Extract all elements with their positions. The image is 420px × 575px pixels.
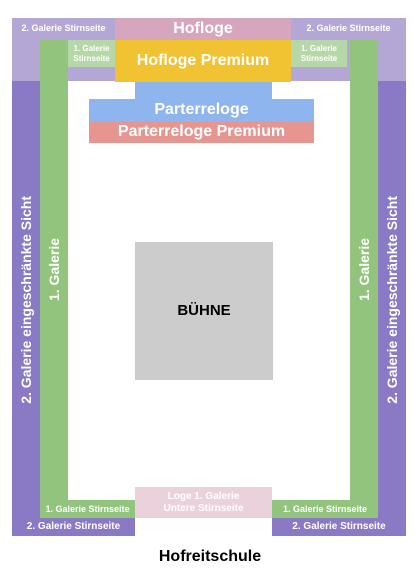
galerie1-left[interactable]: 1. Galerie [40, 40, 68, 500]
hofloge-premium-label: Hofloge Premium [136, 51, 270, 69]
galerie1-right[interactable]: 1. Galerie [350, 40, 378, 500]
galerie2-stirnseite-bottom-right-label: 2. Galerie Stirnseite [292, 521, 386, 533]
galerie2-stirnseite-bottom-left-label: 2. Galerie Stirnseite [26, 521, 121, 533]
parterreloge-upper-strip [135, 82, 272, 99]
galerie1-stirnseite-bottom-right-label: 1. Galerie Stirnseite [282, 503, 368, 514]
galerie1-stirnseite-top-right[interactable]: 1. Galerie Stirnseite [291, 40, 347, 67]
loge-lower-label-line1: Loge 1. Galerie [167, 491, 240, 502]
galerie1-right-label: 1. Galerie [355, 238, 372, 302]
parterreloge-premium-label: Parterreloge Premium [117, 123, 286, 141]
parterreloge-premium-section[interactable]: Parterreloge Premium [89, 122, 314, 143]
galerie2-stirnseite-bottom-left[interactable]: 2. Galerie Stirnseite [12, 518, 135, 536]
galerie1-stirnseite-bottom-left-label: 1. Galerie Stirnseite [45, 503, 130, 514]
stage: BÜHNE [135, 242, 273, 380]
galerie2-stirnseite-top-left-label: 2. Galerie Stirnseite [21, 23, 106, 33]
loge-lower-label-line2: Untere Stirnseite [163, 502, 244, 514]
galerie1-left-label: 1. Galerie [45, 238, 62, 302]
venue-title-text: Hofreitschule [158, 547, 262, 565]
galerie2-eingeschraenkte-sicht-right[interactable]: 2. Galerie eingeschränkte Sicht [378, 81, 406, 518]
galerie2-stirnseite-bottom-right[interactable]: 2. Galerie Stirnseite [272, 518, 406, 536]
hofloge-section[interactable]: Hofloge [115, 18, 291, 40]
galerie1-stirnseite-bottom-left[interactable]: 1. Galerie Stirnseite [40, 500, 135, 518]
galerie2-eingeschraenkte-sicht-right-label: 2. Galerie eingeschränkte Sicht [383, 195, 400, 404]
galerie1-stirnseite-top-left[interactable]: 1. Galerie Stirnseite [68, 40, 115, 67]
stage-label: BÜHNE [177, 302, 231, 320]
loge-galerie1-untere-stirnseite[interactable]: Loge 1. Galerie Untere Stirnseite [135, 487, 272, 518]
parterreloge-label: Parterreloge [154, 101, 249, 119]
galerie1-stirnseite-top-left-label: 1. Galerie Stirnseite [73, 44, 110, 63]
galerie2-stirnseite-top-right-label: 2. Galerie Stirnseite [306, 23, 391, 33]
parterreloge-section[interactable]: Parterreloge [89, 99, 314, 122]
galerie2-eingeschraenkte-sicht-left-label: 2. Galerie eingeschränkte Sicht [17, 195, 34, 404]
venue-title: Hofreitschule [0, 546, 420, 568]
galerie1-stirnseite-top-right-label: 1. Galerie Stirnseite [300, 44, 338, 63]
galerie1-stirnseite-bottom-right[interactable]: 1. Galerie Stirnseite [272, 500, 378, 518]
hofloge-label: Hofloge [173, 19, 233, 37]
galerie2-eingeschraenkte-sicht-left[interactable]: 2. Galerie eingeschränkte Sicht [12, 81, 40, 518]
hofloge-premium-section[interactable]: Hofloge Premium [115, 40, 291, 82]
